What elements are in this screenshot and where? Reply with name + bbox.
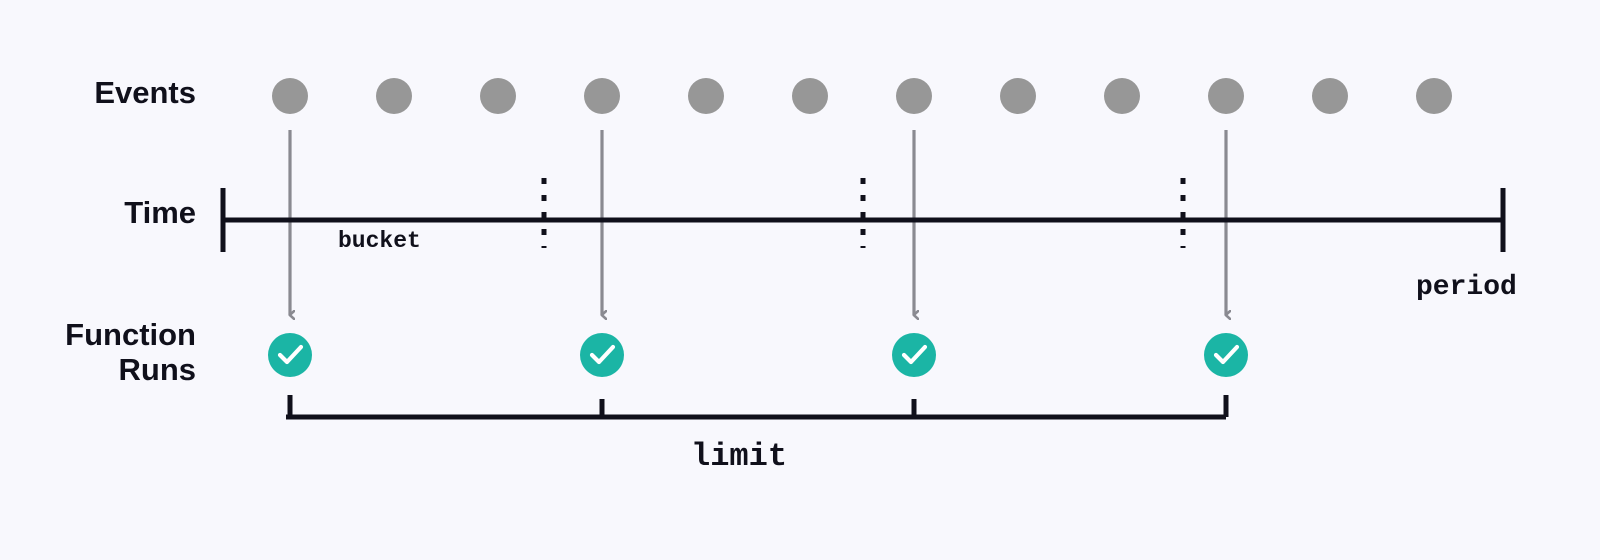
event-dot-icon <box>1208 78 1244 114</box>
event-dot-icon <box>1000 78 1036 114</box>
events-row <box>272 78 1452 114</box>
time-axis <box>220 188 1506 252</box>
event-dot-icon <box>1104 78 1140 114</box>
event-dot-icon <box>896 78 932 114</box>
limit-annotation-label: limit <box>691 438 788 475</box>
period-annotation-label: period <box>1416 272 1517 303</box>
event-dot-icon <box>1416 78 1452 114</box>
check-circle-icon <box>268 333 312 377</box>
event-dot-icon <box>480 78 516 114</box>
limit-bracket <box>286 395 1229 420</box>
event-dot-icon <box>584 78 620 114</box>
bucket-annotation-label: bucket <box>338 228 421 254</box>
event-dot-icon <box>272 78 308 114</box>
event-dot-icon <box>1312 78 1348 114</box>
function-runs-row <box>268 333 1248 377</box>
event-dot-icon <box>688 78 724 114</box>
row-label-events: Events <box>94 75 196 110</box>
check-circle-icon <box>892 333 936 377</box>
check-circle-icon <box>1204 333 1248 377</box>
bucket-dividers <box>541 178 1186 248</box>
event-dot-icon <box>376 78 412 114</box>
check-circle-icon <box>580 333 624 377</box>
event-dot-icon <box>792 78 828 114</box>
row-label-function-runs: Function Runs <box>65 317 196 387</box>
row-label-time: Time <box>124 195 196 230</box>
